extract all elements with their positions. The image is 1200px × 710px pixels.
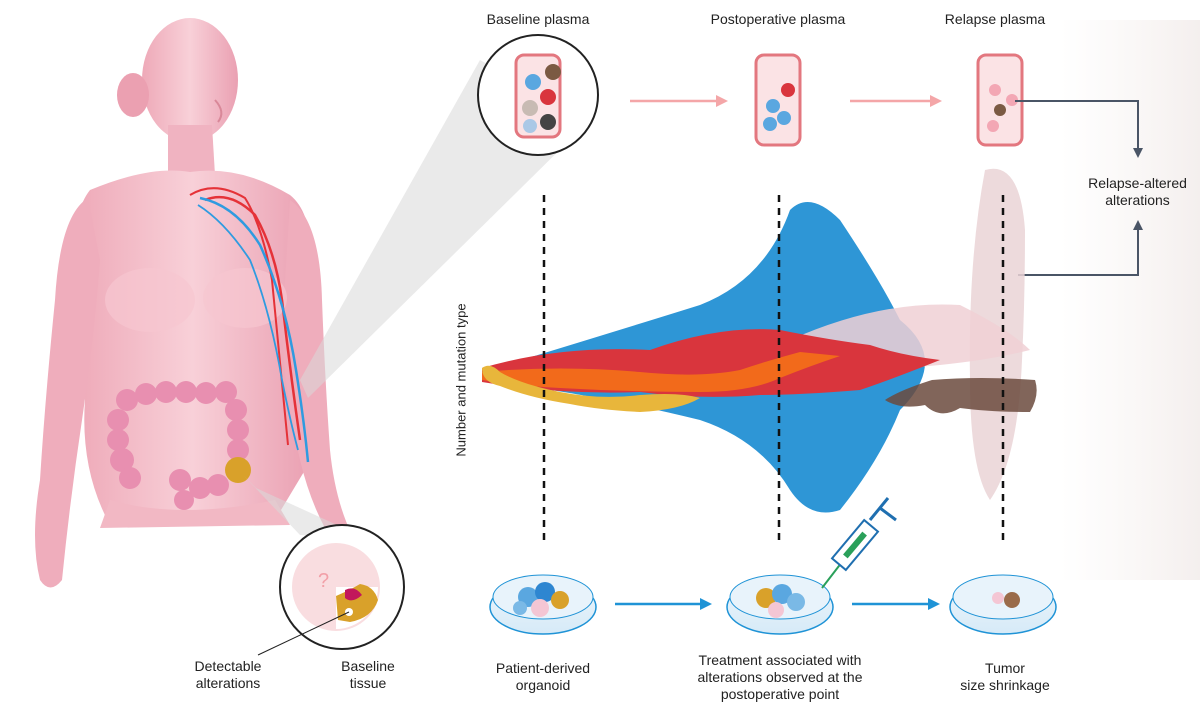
tumor-line2: size shrinkage xyxy=(960,677,1050,693)
chest-left xyxy=(105,268,195,332)
treatment-dish xyxy=(726,574,834,635)
organoid-dish xyxy=(489,574,597,635)
hips xyxy=(100,500,290,528)
baseline-plasma-magnifier xyxy=(477,34,599,156)
relapse-connectors xyxy=(1015,100,1139,276)
head xyxy=(142,18,238,142)
treatment-line2: alterations observed at the xyxy=(697,669,863,685)
y-axis-label: Number and mutation type xyxy=(453,303,469,457)
detectable-line1: Detectable xyxy=(194,658,262,674)
baseline-tissue-line1: Baseline xyxy=(341,658,395,674)
organoid-line1: Patient-derived xyxy=(495,660,591,676)
baseline-tissue-line2: tissue xyxy=(349,675,387,691)
right-background-panel xyxy=(1060,20,1200,580)
baseline-tissue-label: Baseline tissue xyxy=(328,658,408,692)
tumor-line1: Tumor xyxy=(985,660,1025,676)
relapse-altered-line1: Relapse-altered xyxy=(1088,175,1187,191)
human-body xyxy=(35,18,352,588)
organoid-line2: organoid xyxy=(515,677,571,693)
neck xyxy=(168,125,215,175)
stream-graph xyxy=(482,168,1037,513)
pink-arrows xyxy=(630,95,942,107)
brown-stream xyxy=(885,378,1037,414)
treatment-line3: postoperative point xyxy=(720,686,840,702)
postoperative-plasma-label: Postoperative plasma xyxy=(710,11,846,27)
pointer-line xyxy=(257,611,350,656)
detectable-line2: alterations xyxy=(195,675,261,691)
hair-bun xyxy=(117,73,149,117)
detectable-alterations-label: Detectable alterations xyxy=(178,658,278,692)
relapse-plasma-label: Relapse plasma xyxy=(944,11,1046,27)
postoperative-plasma-tube xyxy=(754,53,802,147)
timepoint-lines xyxy=(542,195,1005,540)
zoom-cone-tissue xyxy=(244,476,370,540)
orange-stream xyxy=(482,352,840,392)
treatment-label: Treatment associated with alterations ob… xyxy=(684,652,876,703)
chest-right xyxy=(203,268,287,328)
syringe-icon xyxy=(821,497,897,589)
tumor-shrinkage-label: Tumor size shrinkage xyxy=(945,660,1065,694)
colon xyxy=(107,381,251,510)
organoid-label: Patient-derived organoid xyxy=(483,660,603,694)
blue-arrows xyxy=(615,598,940,610)
relapse-altered-label: Relapse-altered alterations xyxy=(1075,175,1200,209)
yellow-stream xyxy=(482,365,700,412)
question-mark: ? xyxy=(318,570,329,592)
treatment-line1: Treatment associated with xyxy=(698,652,862,668)
torso xyxy=(74,170,311,525)
relapse-altered-line2: alterations xyxy=(1105,192,1170,208)
baseline-plasma-label: Baseline plasma xyxy=(486,11,590,27)
tissue-magnifier: ? xyxy=(257,524,405,656)
left-arm xyxy=(35,198,100,588)
blood-vessels xyxy=(189,187,310,463)
shrinkage-dish xyxy=(949,574,1057,635)
